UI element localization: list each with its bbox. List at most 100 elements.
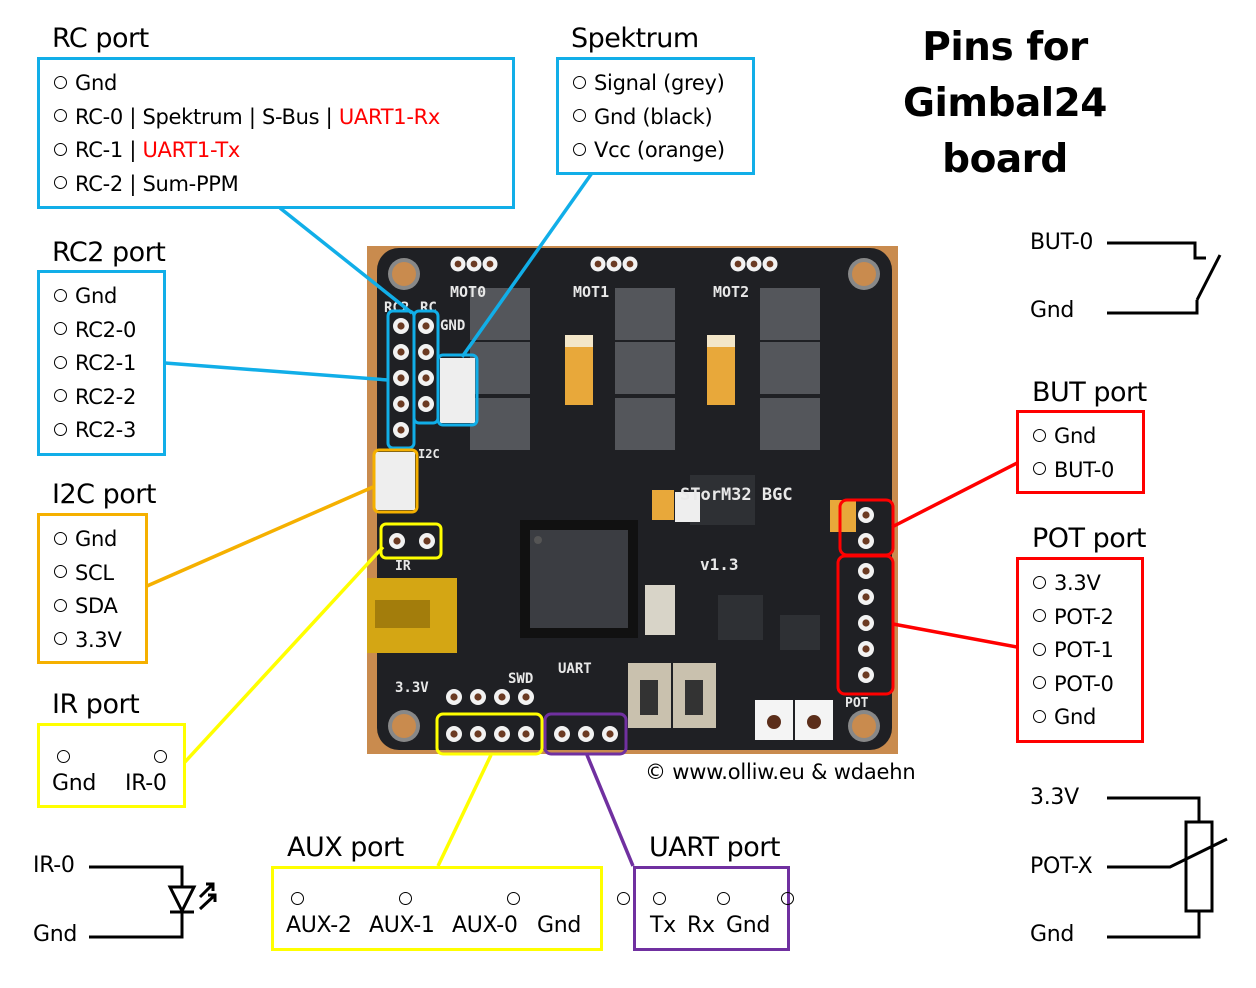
pad-hole: [397, 322, 405, 330]
pot-port-title: POT port: [1032, 523, 1146, 554]
spektrum-pin-label: Vcc (orange): [594, 138, 725, 162]
uart-port-title: UART port: [649, 832, 780, 863]
pin-icon: [54, 142, 67, 156]
silk-version: v1.3: [700, 555, 739, 574]
pin-icon: [617, 892, 631, 905]
mounting-holes: [388, 258, 880, 742]
but-port-title: BUT port: [1032, 377, 1147, 408]
pad-hole: [862, 593, 870, 601]
spektrum-title: Spektrum: [571, 23, 699, 54]
ir-pin-label: Gnd: [52, 771, 97, 796]
silk-rc: RC: [420, 300, 437, 316]
potentiometer-symbol: [1107, 796, 1228, 939]
pot-pin-row: POT-1: [1019, 634, 1141, 668]
i2c-pin-row: SDA: [40, 590, 145, 624]
i2c-pin-label: SDA: [75, 594, 118, 618]
silk-gnd: GND: [440, 318, 465, 334]
silk-board-name: STorM32 BGC: [680, 485, 793, 505]
spektrum-pin-label: Gnd (black): [594, 104, 713, 129]
silk-swd: SWD: [508, 671, 533, 687]
pad-hole: [594, 260, 602, 268]
rc-pin-label: RC-2 | Sum-PPM: [75, 171, 239, 196]
pin-icon: [781, 892, 795, 905]
pot-pin-row: POT-2: [1019, 601, 1141, 635]
rc2-pin-label: RC2-2: [75, 384, 137, 409]
but-port-box: Gnd BUT-0: [1016, 410, 1145, 494]
pad-hole: [498, 693, 506, 701]
pin-icon: [1033, 676, 1046, 689]
rc2-pin-row: RC2-1: [40, 347, 163, 381]
pin-icon: [1033, 609, 1046, 622]
spektrum-pin-row: Gnd (black): [559, 101, 752, 135]
pin-icon: [54, 422, 67, 436]
board-highlights: [372, 309, 895, 756]
aux-pin-label: AUX-0: [452, 913, 518, 938]
pot-port-box: 3.3V POT-2 POT-1 POT-0 Gnd: [1016, 557, 1144, 743]
pin-icon: [717, 892, 731, 905]
pot-pin-label: 3.3V: [1054, 571, 1101, 595]
rc-pin-row: Gnd: [40, 67, 512, 101]
opamp-chip: [780, 615, 820, 650]
rc2-port-box: Gnd RC2-0 RC2-1 RC2-2 RC2-3: [37, 270, 166, 456]
pin-icon: [54, 565, 67, 578]
spektrum-pin-row: Signal (grey): [559, 67, 752, 101]
pot-schematic-middle-label: POT-X: [1030, 854, 1093, 879]
pad-hole: [454, 260, 462, 268]
pin-icon: [54, 322, 67, 335]
leader-spektrum: [460, 171, 594, 359]
leader-ir: [182, 545, 385, 765]
pot-pin-label: POT-0: [1054, 671, 1114, 696]
uart-port-box: Tx Rx Gnd: [633, 866, 795, 951]
pad-hole: [862, 619, 870, 627]
silk-3v3: 3.3V: [395, 680, 429, 696]
mosfet-chips: [470, 288, 820, 450]
leader-i2c: [146, 485, 374, 588]
pin-icon: [57, 750, 70, 763]
rc2-pin-row: RC2-0: [40, 314, 163, 348]
pot-pin-label: Gnd: [1054, 705, 1097, 729]
pin-icon: [1033, 642, 1046, 656]
highlight-ir: [379, 522, 443, 560]
rc2-pin-label: RC2-3: [75, 418, 137, 442]
pad-hole: [522, 730, 530, 738]
pad-hole: [422, 374, 430, 382]
reset-boot-buttons: [628, 663, 716, 728]
mosfet-package: [760, 398, 820, 450]
leader-uart: [585, 754, 635, 867]
pad-hole: [474, 730, 482, 738]
but-pin-label: Gnd: [1054, 424, 1097, 448]
pot-pin-label: POT-2: [1054, 604, 1114, 629]
crystal: [645, 585, 675, 635]
leader-rc: [278, 206, 414, 315]
pin-icon: [653, 892, 666, 905]
pad-hole: [423, 537, 431, 545]
pad-hole: [734, 260, 742, 268]
ir-pin-label: IR-0: [125, 771, 167, 796]
pad-hole: [626, 260, 634, 268]
usb-connector: [367, 578, 457, 653]
pad-hole: [450, 693, 458, 701]
pad-hole: [393, 537, 401, 545]
uart-jst-connector: [675, 492, 700, 522]
rc-pin-row: RC-2 | Sum-PPM: [40, 168, 512, 202]
pin-icon: [573, 142, 586, 156]
mosfet-package: [615, 342, 675, 394]
pot-schematic-bottom-label: Gnd: [1030, 922, 1075, 947]
pin-icon: [54, 109, 67, 122]
i2c-pin-label: SCL: [75, 560, 114, 585]
pad-hole: [397, 426, 405, 434]
pin-icon: [1033, 428, 1046, 442]
pot-schematic-top-label: 3.3V: [1030, 785, 1079, 810]
aux-pin-label: AUX-1: [369, 913, 435, 938]
highlight-uart: [543, 712, 628, 756]
rc2-pin-label: RC2-1: [75, 351, 137, 375]
silk-pot: POT: [845, 696, 869, 711]
leader-but: [891, 461, 1018, 529]
pad-hole: [862, 567, 870, 575]
copyright-notice: © www.olliw.eu & wdaehn: [645, 760, 916, 784]
page-title: Pins for Gimbal24 board: [840, 20, 1170, 188]
rc2-pin-label: RC2-0: [75, 317, 137, 342]
pin-icon: [291, 892, 304, 905]
tantalum-capacitors: [565, 335, 856, 532]
silkscreen-text: MOT0 MOT1 MOT2 RC2 RC GND I2C IR 3.3V SW…: [384, 283, 869, 711]
